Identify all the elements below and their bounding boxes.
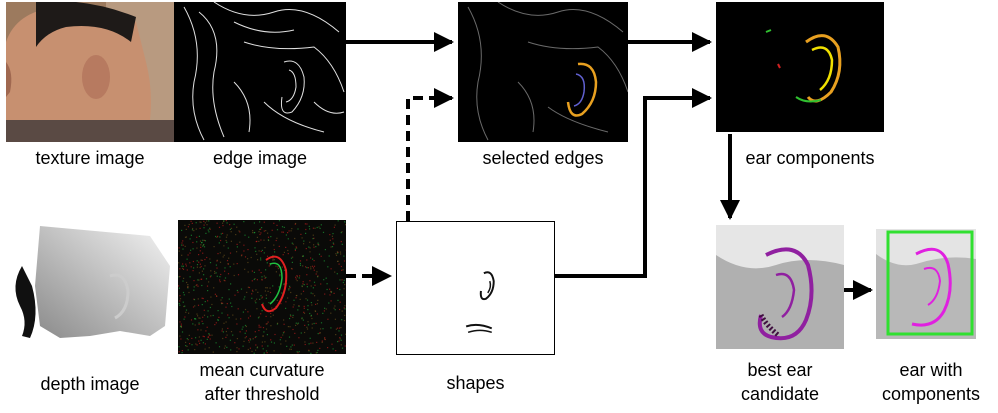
shapes-map [465, 271, 495, 334]
depth-map [15, 226, 170, 338]
caption-ear-components: ear components [745, 148, 875, 168]
caption-depth-image: depth image [40, 374, 140, 394]
depth-image [0, 226, 180, 366]
caption-ear-with-line2: components [881, 384, 981, 404]
selected-edges-map [458, 2, 628, 142]
mean-curvature-image [178, 220, 346, 354]
ear-components-image [716, 2, 884, 132]
caption-selected-edges: selected edges [482, 148, 604, 168]
edge-image [174, 2, 346, 142]
best-ear-candidate-map [716, 225, 844, 349]
best-ear-candidate-image [716, 225, 844, 349]
edge-map [174, 2, 346, 142]
caption-best-ear-line2: candidate [740, 384, 820, 404]
caption-edge-image: edge image [212, 148, 308, 168]
caption-best-ear-line1: best ear [747, 360, 813, 380]
ear-with-components-image [876, 229, 976, 339]
caption-ear-with-line1: ear with [899, 360, 963, 380]
shapes-image [396, 221, 555, 355]
caption-shapes: shapes [446, 373, 505, 393]
texture-image [6, 2, 174, 142]
caption-texture-image: texture image [35, 148, 145, 168]
mean-curvature-map [178, 220, 346, 354]
arrow-shapes-to-selected-dashed [406, 88, 454, 221]
ear-with-components-map [876, 229, 976, 339]
selected-edges-image [458, 2, 628, 142]
ear-components-map [716, 2, 884, 132]
caption-mean-curvature-line2: after threshold [204, 384, 320, 404]
caption-mean-curvature-line1: mean curvature [199, 360, 325, 380]
texture-photo [6, 2, 174, 142]
